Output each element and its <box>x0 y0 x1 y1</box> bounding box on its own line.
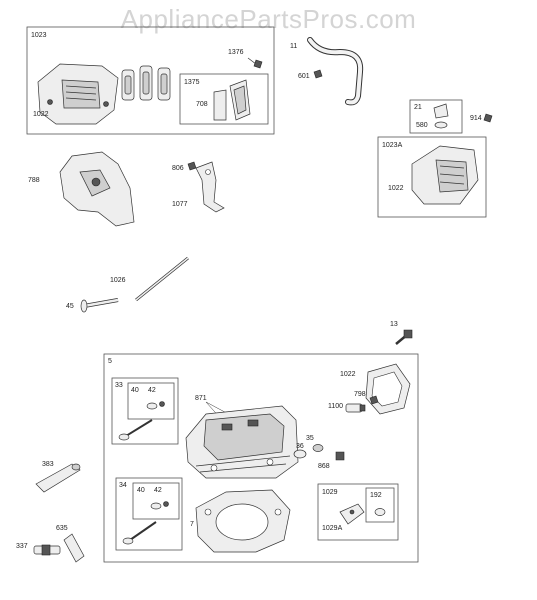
label-1029A: 1029A <box>322 525 343 532</box>
cylinder-head-part[interactable] <box>185 405 299 479</box>
label-1375: 1375 <box>184 79 200 86</box>
label-42-b: 42 <box>154 487 162 494</box>
label-45: 45 <box>66 303 74 310</box>
head-gasket-part[interactable] <box>195 489 291 553</box>
label-580: 580 <box>416 122 428 129</box>
label-42-a: 42 <box>148 387 156 394</box>
pushrod-1026-part[interactable] <box>135 256 189 302</box>
label-806: 806 <box>172 165 184 172</box>
clamp-601-part[interactable] <box>313 69 323 79</box>
kit-192-box <box>365 487 395 523</box>
label-13: 13 <box>390 321 398 328</box>
kit-40-42-box <box>127 382 175 420</box>
screw-1376-part[interactable] <box>247 57 263 69</box>
gasket-set-part[interactable] <box>121 65 171 101</box>
cover-gasket-part[interactable] <box>365 363 411 415</box>
kit-1023A-group[interactable]: 1023A 1022 <box>377 136 487 218</box>
label-1077: 1077 <box>172 201 188 208</box>
label-1023A: 1023A <box>382 142 403 149</box>
label-788: 788 <box>28 177 40 184</box>
label-868: 868 <box>318 463 330 470</box>
shroud-788-part[interactable] <box>59 151 135 227</box>
rocker-arm-1029A-part[interactable] <box>339 503 365 525</box>
label-708: 708 <box>196 101 208 108</box>
kit-34-box <box>115 477 183 551</box>
label-1022-c: 1022 <box>340 371 356 378</box>
label-635: 635 <box>56 525 68 532</box>
label-36: 36 <box>296 443 304 450</box>
pivot-192-part[interactable] <box>374 508 386 516</box>
watermark-text: AppliancePartsPros.com <box>120 4 417 34</box>
bolt-45-part[interactable] <box>80 298 119 313</box>
label-33: 33 <box>115 382 123 389</box>
valve-cover-part[interactable] <box>37 63 119 125</box>
kit-5-group[interactable]: 5 33 40 42 34 40 42 871 <box>103 353 419 563</box>
label-337: 337 <box>16 543 28 550</box>
seal-580-part[interactable] <box>434 121 448 129</box>
kit-33-box <box>111 377 179 445</box>
valve-cover-b-part[interactable] <box>411 145 479 205</box>
kit-1023A-box <box>377 136 487 218</box>
kit-40-42-b-box <box>132 482 180 520</box>
kit-1029-box <box>317 483 399 541</box>
kit-1375-box <box>179 73 269 125</box>
plug-boot-635-part[interactable] <box>63 533 85 563</box>
label-34: 34 <box>119 482 127 489</box>
kit-1023-group[interactable]: 1023 1022 1376 1375 708 <box>26 26 275 135</box>
label-11: 11 <box>290 43 297 50</box>
kit-5-box <box>103 353 419 563</box>
bracket-1077-part[interactable] <box>195 161 225 213</box>
label-5: 5 <box>108 358 112 365</box>
label-798: 798 <box>354 391 366 398</box>
label-1023: 1023 <box>31 32 47 39</box>
label-383: 383 <box>42 461 54 468</box>
rocker-35-part[interactable] <box>293 444 324 459</box>
valve-b-part[interactable] <box>122 521 157 545</box>
kit-21-box <box>409 99 463 134</box>
label-40-b: 40 <box>137 487 145 494</box>
hose-11-group[interactable]: 11 601 <box>290 37 364 106</box>
label-1022-b: 1022 <box>388 185 404 192</box>
screw-798-part[interactable] <box>369 395 379 405</box>
label-871: 871 <box>195 395 207 402</box>
label-7: 7 <box>190 521 194 528</box>
kit-1023-box <box>26 26 275 135</box>
valve-a-part[interactable] <box>118 419 153 441</box>
label-1022-a: 1022 <box>33 111 49 118</box>
label-1029: 1029 <box>322 489 338 496</box>
kit-21-group[interactable]: 21 580 <box>409 99 463 134</box>
screw-806-part[interactable] <box>187 161 197 171</box>
label-1026: 1026 <box>110 277 126 284</box>
label-1376: 1376 <box>228 49 244 56</box>
label-35: 35 <box>306 435 314 442</box>
label-914: 914 <box>470 115 482 122</box>
plug-21-part[interactable] <box>433 103 449 119</box>
valve-spring-a-part[interactable] <box>146 401 165 410</box>
spark-plug-337-part[interactable] <box>33 544 61 556</box>
label-40-a: 40 <box>131 387 139 394</box>
bolt-13-part[interactable] <box>395 329 413 345</box>
fitting-1100-part[interactable] <box>345 403 366 413</box>
breather-gasket-part[interactable] <box>213 79 251 121</box>
coil-383-part[interactable] <box>35 463 81 493</box>
valve-spring-b-part[interactable] <box>150 501 169 510</box>
label-21: 21 <box>414 104 422 111</box>
label-192: 192 <box>370 492 382 499</box>
nut-868-part[interactable] <box>335 451 345 461</box>
label-1100: 1100 <box>328 403 343 410</box>
screw-914-part[interactable] <box>483 113 493 123</box>
label-601: 601 <box>298 73 310 80</box>
